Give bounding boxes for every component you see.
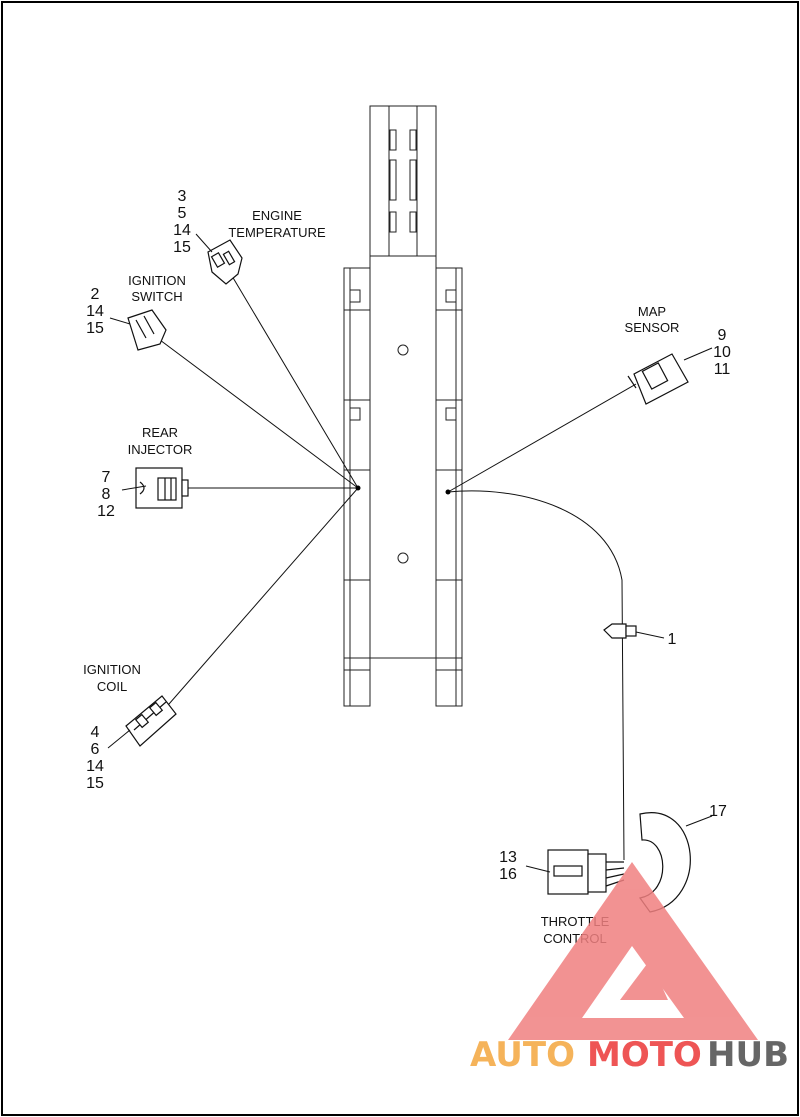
callout-number: 9 bbox=[718, 327, 727, 344]
callout-number: 8 bbox=[102, 486, 111, 503]
callout-sleeve: 17 bbox=[709, 803, 727, 820]
callout-number: 12 bbox=[97, 503, 115, 520]
callout-number: 6 bbox=[91, 741, 100, 758]
callouts-ignition-coil: 4 6 14 15 bbox=[86, 724, 104, 792]
callout-number: 14 bbox=[173, 222, 191, 239]
callout-number: 16 bbox=[499, 866, 517, 883]
callout-number: 2 bbox=[91, 286, 100, 303]
callout-number: 11 bbox=[714, 361, 731, 378]
label-line: IGNITION bbox=[128, 273, 186, 288]
callout-number: 14 bbox=[86, 758, 104, 775]
rear-injector-connector bbox=[135, 467, 189, 509]
callout-number: 3 bbox=[178, 188, 187, 205]
label-line: INJECTOR bbox=[128, 442, 193, 457]
leader-lines bbox=[107, 233, 713, 873]
junction-left bbox=[355, 485, 361, 491]
callout-number: 14 bbox=[86, 303, 104, 320]
label-rear-injector: REAR INJECTOR bbox=[128, 425, 193, 457]
junction-right bbox=[445, 489, 451, 495]
label-line: IGNITION bbox=[83, 662, 141, 677]
callout-number: 7 bbox=[102, 469, 111, 486]
callout-number: 13 bbox=[499, 849, 517, 866]
callout-number: 5 bbox=[178, 205, 187, 222]
callouts-map-sensor: 9 10 11 bbox=[713, 327, 731, 378]
callout-number: 15 bbox=[173, 239, 191, 256]
throttle-control-connector bbox=[547, 849, 625, 895]
callout-number: 15 bbox=[86, 320, 104, 337]
watermark-text-part: HUB bbox=[707, 1035, 789, 1075]
label-engine-temperature: ENGINE TEMPERATURE bbox=[228, 208, 326, 240]
callout-number: 10 bbox=[713, 344, 731, 361]
label-line: REAR bbox=[142, 425, 178, 440]
watermark-text-part: AUTO bbox=[470, 1035, 575, 1075]
ignition-switch-connector bbox=[127, 309, 167, 351]
callouts-engine-temperature: 3 5 14 15 bbox=[173, 188, 191, 256]
label-line: ENGINE bbox=[252, 208, 302, 223]
callout-number: 4 bbox=[91, 724, 100, 741]
map-sensor-connector bbox=[627, 353, 689, 405]
callouts-ignition-switch: 2 14 15 bbox=[86, 286, 104, 337]
harness-clip bbox=[603, 623, 637, 639]
harness-wires bbox=[159, 275, 637, 861]
frame-rail bbox=[343, 105, 463, 707]
label-line: SENSOR bbox=[625, 320, 680, 335]
watermark-text-part: MOTO bbox=[587, 1035, 702, 1075]
label-line: COIL bbox=[97, 679, 127, 694]
label-ignition-switch: IGNITION SWITCH bbox=[128, 273, 186, 304]
callouts-rear-injector: 7 8 12 bbox=[97, 469, 115, 520]
callouts-throttle-control: 13 16 bbox=[499, 849, 517, 883]
label-line: SWITCH bbox=[131, 289, 182, 304]
frame-hole-upper bbox=[397, 344, 409, 356]
watermark-logo bbox=[508, 862, 758, 1040]
callout-number: 15 bbox=[86, 775, 104, 792]
engine-temperature-connector bbox=[207, 239, 243, 285]
watermark-text: AUTO MOTO HUB bbox=[470, 1035, 789, 1075]
frame-hole-lower bbox=[397, 552, 409, 564]
label-ignition-coil: IGNITION COIL bbox=[83, 662, 141, 694]
ignition-coil-connector bbox=[125, 695, 177, 747]
label-map-sensor: MAP SENSOR bbox=[625, 304, 680, 335]
label-line: MAP bbox=[638, 304, 666, 319]
label-line: TEMPERATURE bbox=[228, 225, 326, 240]
callout-clip: 1 bbox=[668, 631, 677, 648]
